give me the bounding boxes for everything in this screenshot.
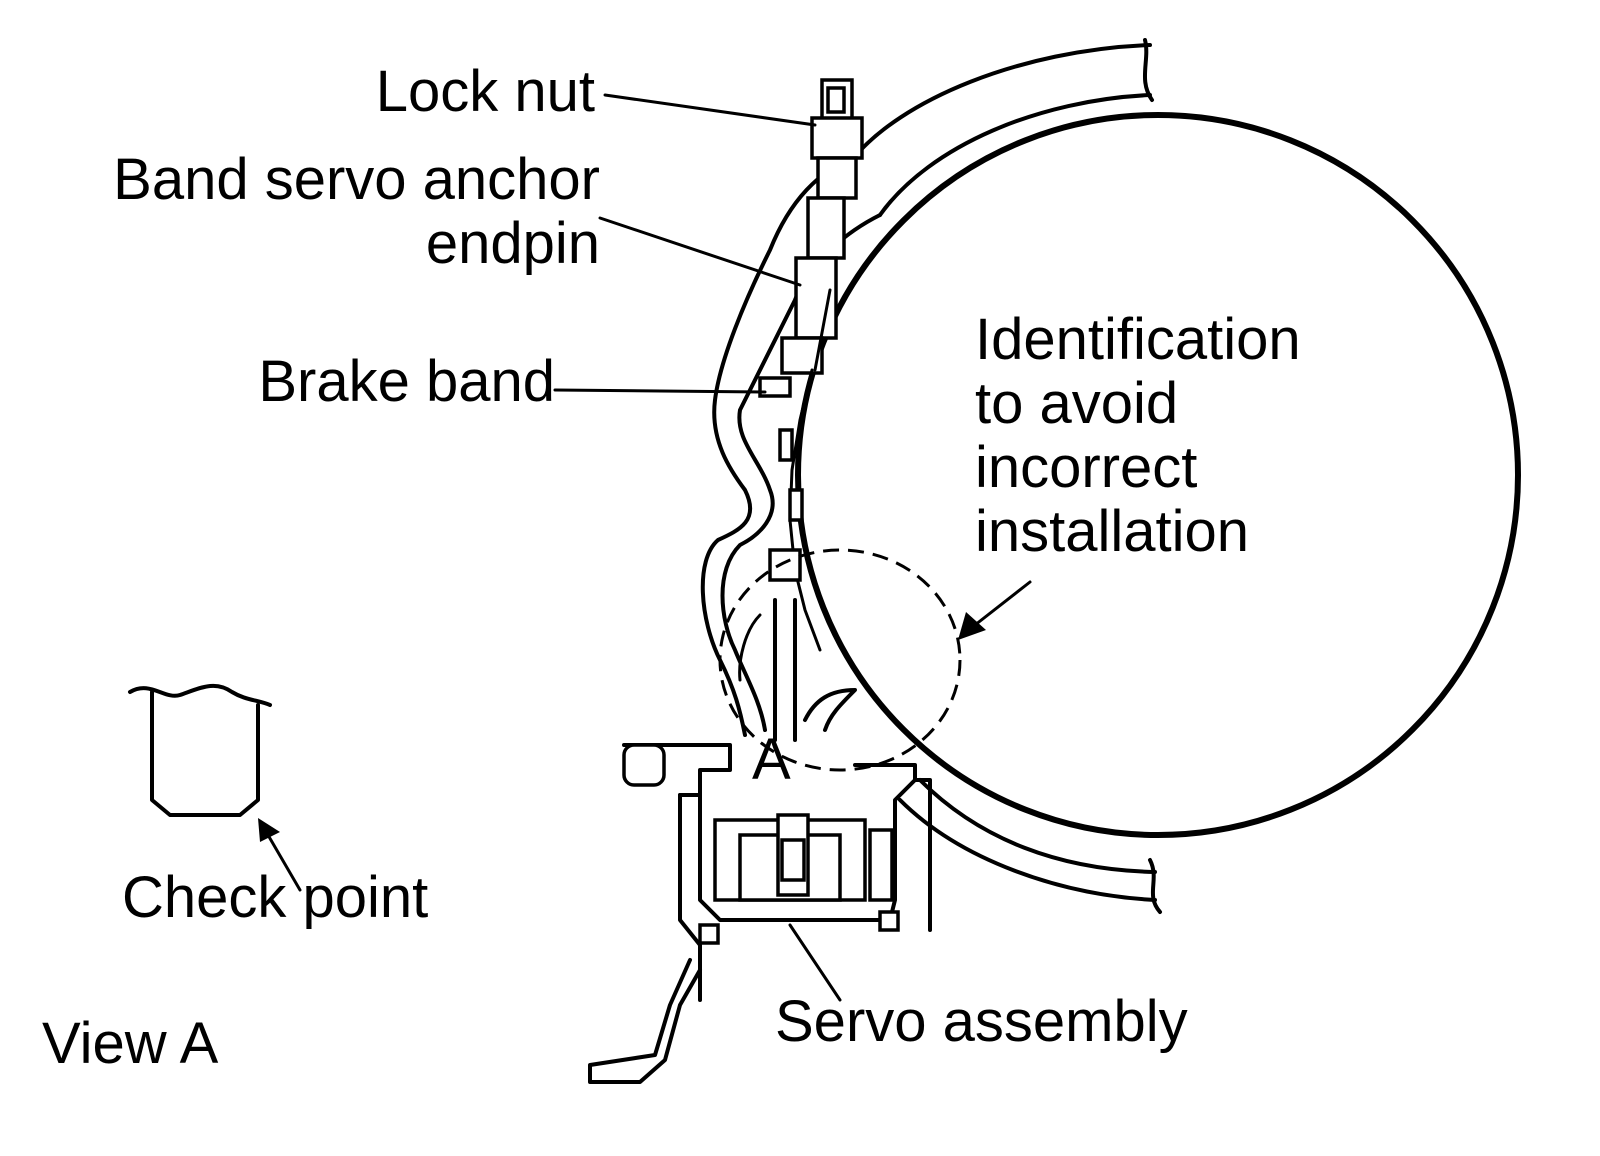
identification-label-line4: installation <box>975 499 1250 564</box>
leader-lines <box>258 93 1032 1002</box>
brake-band <box>758 288 832 652</box>
identification-label-line3: incorrect <box>975 435 1198 500</box>
anchor-endpin-label-line1: Band servo anchor <box>113 147 600 212</box>
brake-band-label: Brake band <box>258 349 555 414</box>
check-point-label: Check point <box>122 865 429 930</box>
servo-body <box>588 743 932 1084</box>
identification-label-line1: Identification <box>975 307 1301 372</box>
servo-assembly-label: Servo assembly <box>775 989 1188 1054</box>
brake-drum <box>795 112 1521 838</box>
identification-circle <box>718 548 962 772</box>
piston-rod <box>738 598 857 742</box>
view-a-label: View A <box>42 1011 219 1076</box>
check-point-inset <box>128 683 272 817</box>
identification-label-line2: to avoid <box>975 371 1179 436</box>
lock-nut-label: Lock nut <box>375 59 595 124</box>
anchor-endpin <box>780 78 864 375</box>
anchor-endpin-label-line2: endpin <box>425 211 600 276</box>
view-marker-label: A <box>752 727 791 792</box>
